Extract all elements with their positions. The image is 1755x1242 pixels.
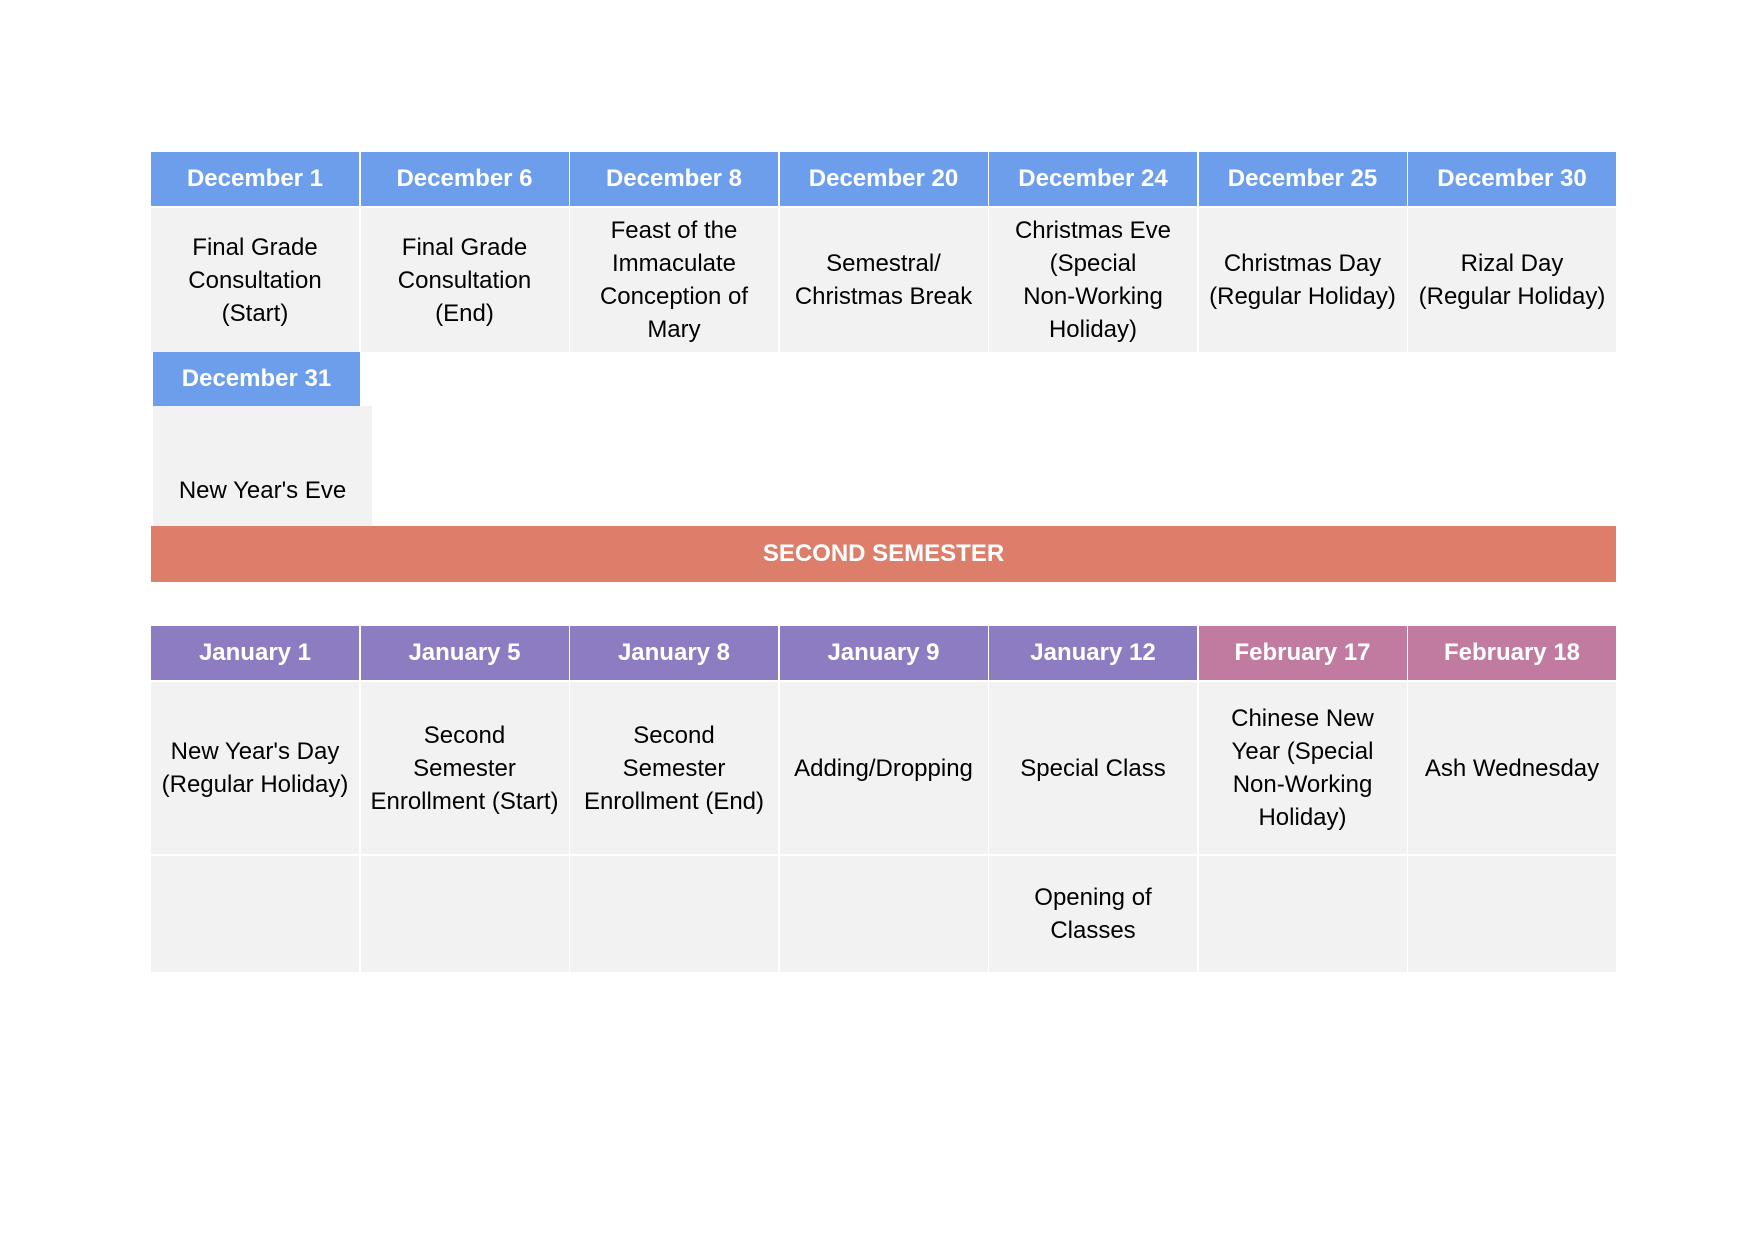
event-cell: Special Class <box>989 682 1197 854</box>
date-header: December 6 <box>360 152 569 206</box>
empty-cell <box>1198 856 1407 972</box>
event-cell: Feast of the Immaculate Conception of Ma… <box>570 208 778 352</box>
event-text: Rizal Day (Regular Holiday) <box>1418 250 1606 310</box>
empty-cell <box>151 856 359 972</box>
event-text: Second Semester Enrollment (End) <box>583 721 765 815</box>
date-header: January 8 <box>570 626 778 680</box>
empty-cell <box>570 856 778 972</box>
date-header: December 25 <box>1198 152 1407 206</box>
date-header: January 1 <box>151 626 359 680</box>
second-event-row-1: New Year's Day (Regular Holiday) Second … <box>151 682 1616 856</box>
event-cell: Opening of Classes <box>989 856 1197 972</box>
empty-cell <box>779 856 988 972</box>
event-text: Final Grade Consultation (End) <box>397 233 532 327</box>
event-text: Chinese New Year (Special Non-Working Ho… <box>1231 705 1374 831</box>
date-header: December 8 <box>570 152 778 206</box>
event-text: New Year's Day (Regular Holiday) <box>161 738 349 798</box>
event-text: Christmas Day (Regular Holiday) <box>1209 250 1396 310</box>
event-text: Final Grade Consultation (Start) <box>188 233 322 327</box>
event-cell: Christmas Eve (Special Non-Working Holid… <box>989 208 1197 352</box>
event-text: Feast of the Immaculate Conception of Ma… <box>599 217 749 343</box>
event-cell: Final Grade Consultation (End) <box>360 208 569 352</box>
event-cell: Christmas Day (Regular Holiday) <box>1198 208 1407 352</box>
event-cell: Ash Wednesday <box>1408 682 1616 854</box>
december-calendar-table: December 1 December 6 December 8 Decembe… <box>151 152 1616 352</box>
empty-cell <box>1408 856 1616 972</box>
december-event-row: Final Grade Consultation (Start) Final G… <box>151 208 1616 352</box>
event-text: Special Class <box>1020 754 1166 782</box>
second-event-row-2: Opening of Classes <box>151 856 1616 972</box>
date-header: February 17 <box>1198 626 1407 680</box>
banner-title: SECOND SEMESTER <box>762 540 1005 567</box>
date-header: December 31 <box>153 352 360 406</box>
date-header: December 1 <box>151 152 359 206</box>
event-text: Semestral/ Christmas Break <box>794 250 973 310</box>
event-text: Second Semester Enrollment (Start) <box>370 721 559 815</box>
event-cell: Second Semester Enrollment (End) <box>570 682 778 854</box>
date-header: January 12 <box>989 626 1197 680</box>
date-header: December 30 <box>1408 152 1616 206</box>
empty-cell <box>360 856 569 972</box>
event-cell: Rizal Day (Regular Holiday) <box>1408 208 1616 352</box>
event-cell: Chinese New Year (Special Non-Working Ho… <box>1198 682 1407 854</box>
event-cell: New Year's Day (Regular Holiday) <box>151 682 359 854</box>
date-header: December 24 <box>989 152 1197 206</box>
event-text: Opening of Classes <box>1034 884 1152 944</box>
event-cell: Final Grade Consultation (Start) <box>151 208 359 352</box>
event-cell: Adding/Dropping <box>779 682 988 854</box>
date-header: February 18 <box>1408 626 1616 680</box>
event-text: New Year's Eve <box>178 477 347 504</box>
second-header-row: January 1 January 5 January 8 January 9 … <box>151 626 1616 680</box>
event-text: Christmas Eve (Special Non-Working Holid… <box>1014 217 1172 343</box>
december-header-row: December 1 December 6 December 8 Decembe… <box>151 152 1616 206</box>
second-semester-calendar-table: January 1 January 5 January 8 January 9 … <box>151 626 1616 972</box>
event-text: Ash Wednesday <box>1424 754 1600 782</box>
event-cell: Semestral/ Christmas Break <box>779 208 988 352</box>
date-header: January 9 <box>779 626 988 680</box>
event-text: Adding/Dropping <box>794 754 973 782</box>
second-semester-banner: SECOND SEMESTER <box>151 526 1616 582</box>
event-cell: Second Semester Enrollment (Start) <box>360 682 569 854</box>
date-header: December 20 <box>779 152 988 206</box>
date-header: January 5 <box>360 626 569 680</box>
